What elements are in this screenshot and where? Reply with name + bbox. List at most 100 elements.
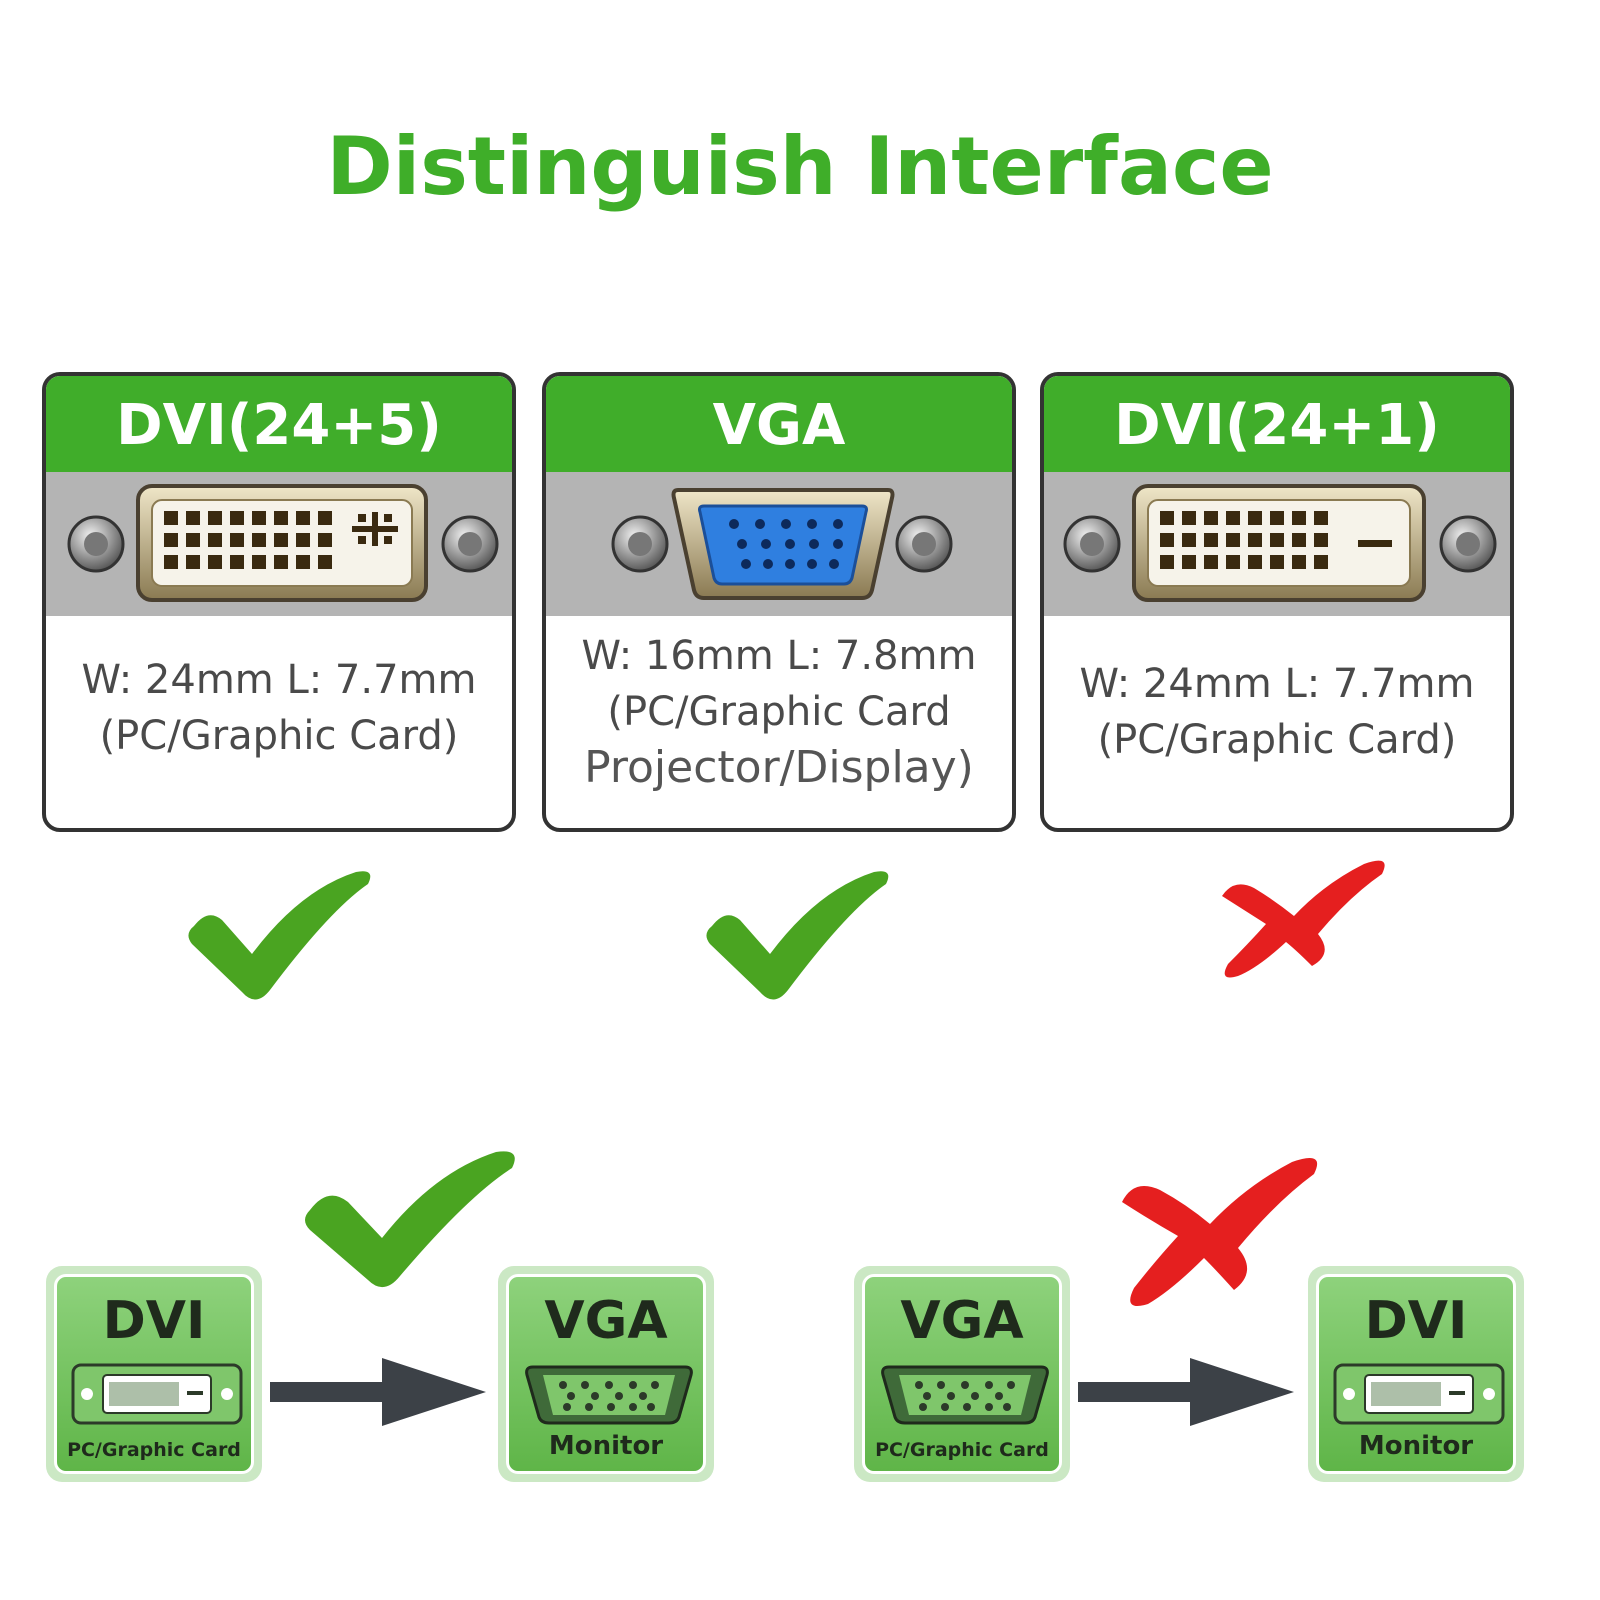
vga-port-icon xyxy=(611,488,953,600)
dvi-pin xyxy=(1292,533,1306,547)
dvi-pin xyxy=(1270,511,1284,525)
card-dimensions: W: 16mm L: 7.8mm xyxy=(581,633,977,679)
tile-label: DVI xyxy=(102,1291,206,1351)
dvi-pin xyxy=(1248,533,1262,547)
card-usage: (PC/Graphic Card) xyxy=(1097,717,1457,763)
dvi-pin xyxy=(208,511,222,525)
tile-label: DVI xyxy=(1364,1291,1468,1351)
card-specs: W: 24mm L: 7.7mm (PC/Graphic Card) xyxy=(46,652,512,764)
vga-pin xyxy=(737,539,747,549)
check-icon xyxy=(305,1151,515,1288)
dvi-pin xyxy=(252,511,266,525)
dvi-pin xyxy=(1160,533,1174,547)
source-tile-dvi: DVI PC/Graphic Card xyxy=(46,1266,262,1482)
tile-sub: PC/Graphic Card xyxy=(875,1439,1049,1461)
vga-pin xyxy=(741,559,751,569)
dvi-pin xyxy=(1182,511,1196,525)
vga-pin xyxy=(763,559,773,569)
page-title: Distinguish Interface xyxy=(326,120,1274,213)
card-specs: W: 16mm L: 7.8mm (PC/Graphic Card Projec… xyxy=(546,628,1012,796)
dvi-pin xyxy=(1226,511,1240,525)
tile-label: VGA xyxy=(900,1291,1024,1351)
vga-port-icon xyxy=(881,1365,1049,1425)
card-title: DVI(24+5) xyxy=(46,376,512,472)
source-tile-vga: VGA PC/Graphic Card xyxy=(854,1266,1070,1482)
dvi-24-1-port-icon xyxy=(1063,484,1497,602)
dvi-pin xyxy=(318,555,332,569)
target-tile-vga: VGA Monitor xyxy=(498,1266,714,1482)
tile-sub: Monitor xyxy=(1358,1431,1474,1461)
card-title: DVI(24+1) xyxy=(1044,376,1510,472)
dvi-pin xyxy=(230,511,244,525)
vga-pin xyxy=(781,519,791,529)
card-title: VGA xyxy=(546,376,1012,472)
cross-icon xyxy=(1222,860,1385,978)
dvi-24-5-port-icon xyxy=(67,484,499,602)
dvi-24-5-port-photo xyxy=(46,472,512,616)
dvi-pin xyxy=(296,533,310,547)
card-dvi-24-1: DVI(24+1) W: 24mm L: 7.7mm (PC/Graphic C… xyxy=(1040,372,1514,832)
check-icon xyxy=(706,871,889,1000)
dvi-pin xyxy=(296,555,310,569)
dvi-pin xyxy=(1248,511,1262,525)
vga-pin xyxy=(809,539,819,549)
tile-sub: Monitor xyxy=(548,1431,664,1461)
card-vga: VGA W: 16mm L: 7.8mm (PC/Graphic Card Pr… xyxy=(542,372,1016,832)
vga-pin xyxy=(829,559,839,569)
vga-pin xyxy=(729,519,739,529)
dvi-pin xyxy=(164,511,178,525)
vga-port-photo xyxy=(546,472,1012,616)
dvi-pin xyxy=(296,511,310,525)
vga-pin xyxy=(755,519,765,529)
dvi-pin xyxy=(252,555,266,569)
dvi-pin xyxy=(1160,511,1174,525)
dvi-pin xyxy=(1160,555,1174,569)
cross-icon xyxy=(1122,1158,1318,1306)
dvi-pin xyxy=(1182,555,1196,569)
dvi-pin xyxy=(1182,533,1196,547)
tile-sub: PC/Graphic Card xyxy=(67,1439,241,1461)
dvi-pin xyxy=(1204,555,1218,569)
tile-label: VGA xyxy=(544,1291,668,1351)
dvi-pin xyxy=(1314,555,1328,569)
dvi-pin xyxy=(230,555,244,569)
dvi-port-icon xyxy=(1333,1363,1505,1425)
vga-pin xyxy=(761,539,771,549)
card-usage: (PC/Graphic Card) xyxy=(99,713,459,759)
card-dimensions: W: 24mm L: 7.7mm xyxy=(1079,661,1475,707)
vga-pin xyxy=(807,559,817,569)
dvi-pin xyxy=(274,511,288,525)
arrow-right-icon xyxy=(1078,1358,1294,1426)
dvi-pin xyxy=(230,533,244,547)
dvi-pin xyxy=(1248,555,1262,569)
card-dimensions: W: 24mm L: 7.7mm xyxy=(81,657,477,703)
arrow-right-icon xyxy=(270,1358,486,1426)
dvi-pin xyxy=(208,533,222,547)
dvi-pin xyxy=(274,555,288,569)
dvi-pin xyxy=(208,555,222,569)
dvi-pin xyxy=(1292,555,1306,569)
dvi-pin xyxy=(252,533,266,547)
dvi-pin xyxy=(318,533,332,547)
dvi-pin xyxy=(1204,511,1218,525)
vga-pin xyxy=(785,539,795,549)
dvi-pin xyxy=(164,533,178,547)
dvi-pin xyxy=(274,533,288,547)
card-usage: (PC/Graphic Card xyxy=(607,689,951,735)
dvi-pin xyxy=(1270,533,1284,547)
dvi-port-icon xyxy=(71,1363,243,1425)
card-usage-extra: Projector/Display) xyxy=(584,742,974,793)
dvi-pin xyxy=(1292,511,1306,525)
dvi-pin xyxy=(164,555,178,569)
vga-port-icon xyxy=(525,1365,693,1425)
dvi-pin xyxy=(186,533,200,547)
vga-pin xyxy=(785,559,795,569)
vga-pin xyxy=(807,519,817,529)
dvi-pin xyxy=(186,511,200,525)
dvi-pin xyxy=(186,555,200,569)
vga-pin xyxy=(833,519,843,529)
card-dvi-24-5: DVI(24+5) W: 24mm L: 7.7mm (PC/Graphic C… xyxy=(42,372,516,832)
check-icon xyxy=(188,871,371,1000)
dvi-pin xyxy=(1314,533,1328,547)
dvi-24-1-port-photo xyxy=(1044,472,1510,616)
